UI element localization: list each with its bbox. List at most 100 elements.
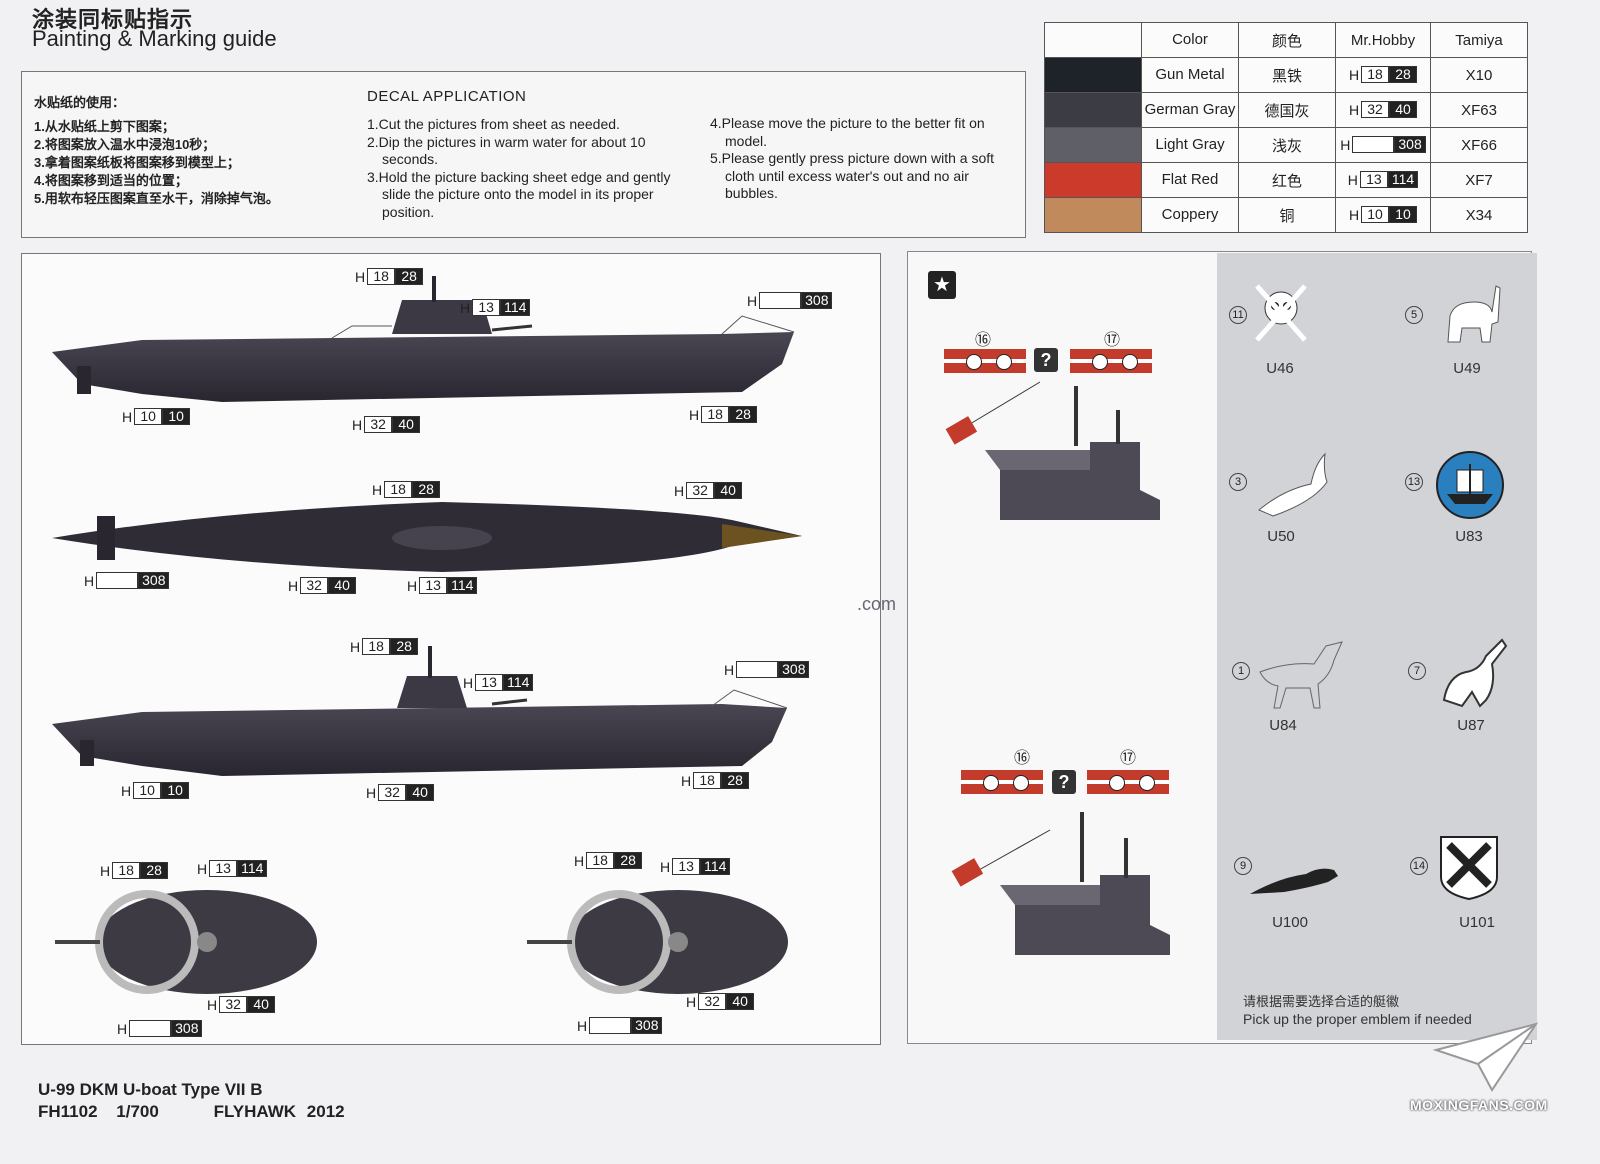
en-instructions-heading: DECAL APPLICATION [367, 88, 527, 105]
h-prefix: H [1348, 66, 1360, 83]
emblem-label: U50 [1267, 528, 1295, 545]
col-header-tamiya: Tamiya [1430, 22, 1528, 58]
emblem-area [1217, 253, 1537, 1040]
code-b: 40 [1389, 101, 1418, 119]
wolf-icon [1256, 636, 1346, 710]
cn-instructions-list: 1.从水贴纸上剪下图案； 2.将图案放入温水中浸泡10秒； 3.拿着图案纸板将图… [34, 118, 279, 208]
h-prefix: H [1347, 171, 1358, 188]
color-swatch [1044, 92, 1142, 128]
submarine-top-view [52, 502, 802, 572]
tamiya-code: X10 [1430, 57, 1528, 93]
en-instructions-col1: 1.Cut the pictures from sheet as needed.… [367, 116, 697, 221]
product-scale: 1/700 [116, 1102, 159, 1121]
emblem-number: 9 [1234, 857, 1252, 875]
star-icon: ★ [928, 271, 956, 299]
elephant-icon [1440, 282, 1502, 350]
en-step: 3.Hold the picture backing sheet edge an… [367, 168, 671, 220]
emblem-number: 7 [1408, 662, 1426, 680]
code-a: 18 [1361, 66, 1390, 84]
col-header-color: Color [1141, 22, 1239, 58]
h-prefix: H [1348, 206, 1360, 223]
cn-instructions-heading: 水贴纸的使用： [34, 95, 126, 110]
code-a: 13 [1359, 171, 1388, 189]
conning-tower-flag-view-1 [945, 381, 1160, 520]
emblem-number: 3 [1229, 473, 1247, 491]
color-swatch [1044, 197, 1142, 233]
emblem-label: U84 [1269, 717, 1297, 734]
creature-icon [1436, 636, 1508, 710]
col-header-color-cn: 颜色 [1238, 22, 1336, 58]
color-name-cn: 黑铁 [1238, 57, 1336, 93]
tamiya-code: X34 [1430, 197, 1528, 233]
emblem-number: 14 [1410, 857, 1428, 875]
title-english: Painting & Marking guide [32, 26, 277, 51]
emblem-label: U100 [1272, 914, 1308, 931]
submarine-side-view-1 [52, 276, 795, 402]
tamiya-code: XF7 [1430, 162, 1528, 198]
emblem-number: 1 [1232, 662, 1250, 680]
col-header-mrhobby: Mr.Hobby [1335, 22, 1431, 58]
en-step: 2.Dip the pictures in warm water for abo… [367, 133, 646, 168]
color-swatch [1044, 162, 1142, 198]
tamiya-code: XF66 [1430, 127, 1528, 163]
war-flag-decal [944, 349, 1026, 373]
paper-plane-logo-icon [1432, 1022, 1539, 1092]
color-name: Light Gray [1141, 127, 1239, 163]
color-name: Flat Red [1141, 162, 1239, 198]
flag-number-17: ⑰ [1104, 332, 1121, 349]
emblem-note-cn: 请根据需要选择合适的艇徽 [1243, 994, 1400, 1009]
emblem-number: 11 [1229, 306, 1247, 324]
viking-ship-icon [1435, 450, 1505, 520]
en-instructions-col2: 4.Please move the picture to the better … [710, 115, 1020, 203]
color-swatch [1044, 127, 1142, 163]
color-name-cn: 浅灰 [1238, 127, 1336, 163]
color-swatch [1044, 57, 1142, 93]
product-code: FH1102 [38, 1102, 98, 1121]
color-name-cn: 德国灰 [1238, 92, 1336, 128]
emblem-number: 5 [1405, 306, 1423, 324]
shield-crossed-icon [1437, 833, 1501, 901]
code-a [1352, 136, 1395, 154]
submarine-drawings [52, 276, 802, 994]
skull-crossbones-icon [1253, 282, 1309, 348]
question-icon: ? [1052, 770, 1076, 794]
submarine-side-view-2 [52, 646, 788, 776]
cn-step: 4.将图案移到适当的位置； [34, 173, 188, 188]
h-prefix: H [1348, 101, 1360, 118]
color-table-header-row: Color 颜色 Mr.Hobby Tamiya [1044, 22, 1528, 58]
emblem-label: U83 [1455, 528, 1483, 545]
cn-step: 5.用软布轻压图案直至水干，消除掉气泡。 [34, 191, 279, 206]
model-name: U-99 DKM U-boat Type VII B [38, 1080, 263, 1099]
war-flag-decal [1087, 770, 1169, 794]
cn-step: 1.从水贴纸上剪下图案； [34, 119, 175, 134]
emblem-note-en: Pick up the proper emblem if needed [1243, 1011, 1472, 1027]
color-name: Coppery [1141, 197, 1239, 233]
swatch-header [1044, 22, 1142, 58]
en-step: 4.Please move the picture to the better … [710, 115, 985, 149]
